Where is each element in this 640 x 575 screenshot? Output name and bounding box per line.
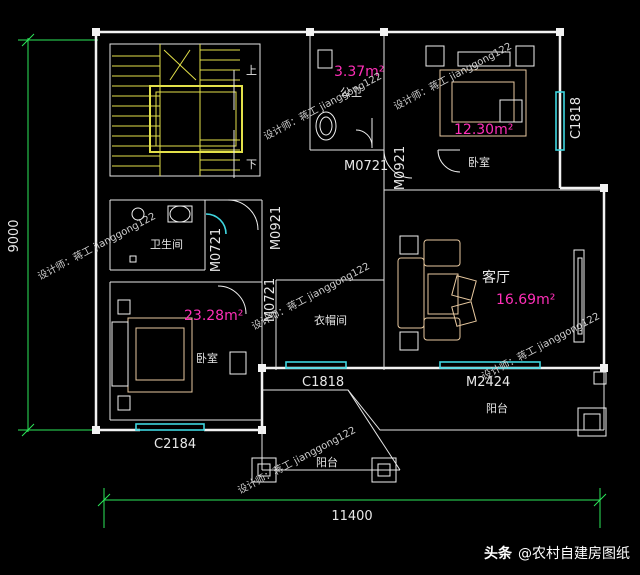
area-toilet-top: 3.37m² <box>334 64 384 80</box>
window-c1818-right <box>555 91 565 151</box>
label-closet: 衣帽间 <box>314 313 347 327</box>
bed-left <box>111 285 247 411</box>
code-c2184: C2184 <box>154 437 196 452</box>
toilet-fixtures <box>315 49 373 148</box>
footer-account: @农村自建房图纸 <box>518 546 630 562</box>
code-m0721-closet: M0721 <box>263 278 278 322</box>
watermark: 设计师：蒋工 jianggong122 <box>235 423 357 496</box>
code-c1818-right: C1818 <box>569 97 584 139</box>
label-bedroom-top: 卧室 <box>468 155 490 169</box>
balcony <box>251 368 607 483</box>
code-m2424: M2424 <box>466 375 510 390</box>
bathroom-fixtures <box>129 205 227 263</box>
watermark: 设计师：蒋工 jianggong122 <box>479 309 601 382</box>
code-c1818-bottom: C1818 <box>302 375 344 390</box>
living-furniture <box>397 235 585 351</box>
label-toilet-top: 公卫 <box>340 86 362 99</box>
code-m0721-left: M0721 <box>209 228 224 272</box>
watermark: 设计师：蒋工 jianggong122 <box>391 39 513 112</box>
label-living: 客厅 <box>482 269 510 286</box>
code-m0921-left: M0921 <box>269 206 284 250</box>
walls <box>92 28 608 434</box>
width-dimension: 11400 <box>331 509 372 524</box>
area-bedroom-top: 12.30m² <box>454 122 513 138</box>
stair-up-label: 上 <box>246 64 257 77</box>
bed-top <box>425 45 535 173</box>
footer-credit: 头条 @农村自建房图纸 <box>484 543 630 563</box>
label-balcony-front: 阳台 <box>316 455 338 469</box>
watermark: 设计师：蒋工 jianggong122 <box>261 69 383 142</box>
stair-down-label: 下 <box>246 158 257 171</box>
footer-brand: 头条 <box>484 546 512 562</box>
door-m2424 <box>439 361 541 369</box>
label-bathroom: 卫生间 <box>150 237 183 251</box>
code-m0721-top: M0721 <box>344 159 388 174</box>
stairwell <box>109 43 261 178</box>
dimension-lines <box>18 33 607 528</box>
window-c1818-bottom <box>285 361 347 369</box>
label-bedroom-left: 卧室 <box>196 351 218 365</box>
height-dimension: 9000 <box>7 219 22 252</box>
code-m0921-top: M0921 <box>393 146 408 190</box>
window-c2184 <box>135 423 205 431</box>
area-living: 16.69m² <box>496 292 555 308</box>
label-balcony-right: 阳台 <box>486 401 508 415</box>
area-bedroom-left: 23.28m² <box>184 308 243 324</box>
